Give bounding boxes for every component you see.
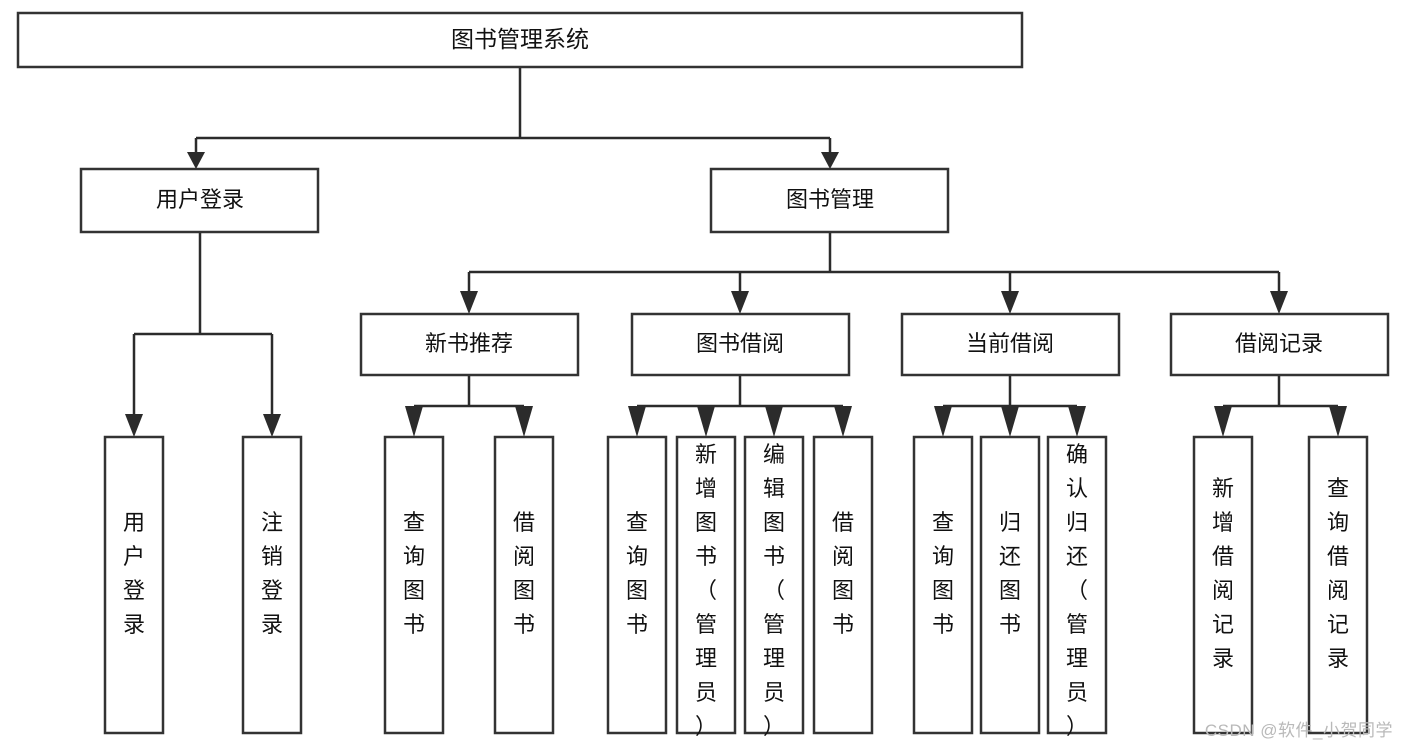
leaf-user-login-logout[interactable]: 注销登录	[241, 435, 303, 735]
node-borrow-records[interactable]: 借阅记录	[1169, 312, 1390, 377]
node-borrow-records-label: 借阅记录	[1235, 331, 1323, 356]
leaf-label: 新增借阅记录	[1212, 476, 1234, 671]
leaf-box	[493, 435, 555, 735]
leaf-box	[743, 435, 805, 735]
arrow-current-borrow-leaf1	[934, 406, 952, 437]
arrow-to-current-borrow	[1001, 291, 1019, 314]
leaf-label: 借阅图书	[832, 510, 854, 637]
arrow-root-to-user-login	[187, 152, 205, 169]
node-new-book-recommend-label: 新书推荐	[425, 331, 513, 356]
arrow-to-borrow-records	[1270, 291, 1288, 314]
node-new-book-recommend[interactable]: 新书推荐	[359, 312, 580, 377]
leaf-label: 查询借阅记录	[1327, 476, 1349, 671]
arrow-current-borrow-leaf3	[1068, 406, 1086, 437]
arrow-book-borrow-leaf1	[628, 406, 646, 437]
node-new-book-recommend-box	[359, 312, 580, 377]
leaf-box	[1307, 435, 1369, 735]
arrow-root-to-book-mgmt	[821, 152, 839, 169]
node-book-borrow[interactable]: 图书借阅	[630, 312, 851, 377]
leaf-box	[675, 435, 737, 735]
arrow-to-new-book	[460, 291, 478, 314]
arrow-book-borrow-leaf4	[834, 406, 852, 437]
leaf-box	[606, 435, 668, 735]
leaf-current-borrow-query[interactable]: 查询图书	[912, 435, 974, 735]
leaf-book-borrow-query[interactable]: 查询图书	[606, 435, 668, 735]
leaf-label: 查询图书	[403, 510, 425, 637]
arrow-borrow-records-leaf2	[1329, 406, 1347, 437]
arrow-user-login-leaf1	[125, 414, 143, 437]
leaf-current-borrow-confirm[interactable]: 确认归还（管理员）	[1046, 435, 1108, 739]
node-book-management-box	[709, 167, 950, 234]
arrow-new-book-leaf1	[405, 406, 423, 437]
leaf-borrow-records-query[interactable]: 查询借阅记录	[1307, 435, 1369, 735]
node-book-borrow-box	[630, 312, 851, 377]
leaf-box	[979, 435, 1041, 735]
arrow-book-borrow-leaf2	[697, 406, 715, 437]
arrow-current-borrow-leaf2	[1001, 406, 1019, 437]
leaf-book-borrow-borrow[interactable]: 借阅图书	[812, 435, 874, 735]
node-current-borrow-label: 当前借阅	[966, 331, 1054, 356]
arrow-to-book-borrow	[731, 291, 749, 314]
arrow-borrow-records-leaf1	[1214, 406, 1232, 437]
leaf-box	[912, 435, 974, 735]
leaf-box	[1046, 435, 1108, 735]
leaf-borrow-records-add[interactable]: 新增借阅记录	[1192, 435, 1254, 735]
leaf-box	[812, 435, 874, 735]
node-current-borrow[interactable]: 当前借阅	[900, 312, 1121, 377]
node-borrow-records-box	[1169, 312, 1390, 377]
leaf-box	[103, 435, 165, 735]
leaf-book-borrow-add[interactable]: 新增图书（管理员）	[675, 435, 737, 739]
leaf-current-borrow-return[interactable]: 归还图书	[979, 435, 1041, 735]
leaf-new-book-borrow[interactable]: 借阅图书	[493, 435, 555, 735]
leaf-label: 借阅图书	[513, 510, 535, 637]
leaf-label: 归还图书	[999, 510, 1021, 637]
leaf-label: 确认归还（管理员）	[1066, 442, 1088, 739]
arrow-book-borrow-leaf3	[765, 406, 783, 437]
arrow-user-login-leaf2	[263, 414, 281, 437]
leaf-label: 注销登录	[261, 510, 283, 637]
leaf-label: 编辑图书（管理员）	[763, 442, 785, 739]
leaf-box	[1192, 435, 1254, 735]
node-user-login[interactable]: 用户登录	[79, 167, 320, 234]
node-root-box	[16, 11, 1024, 69]
leaf-label: 新增图书（管理员）	[695, 442, 717, 739]
node-book-management-label: 图书管理	[786, 187, 874, 212]
connector-layer	[125, 67, 1347, 437]
node-current-borrow-box	[900, 312, 1121, 377]
arrow-new-book-leaf2	[515, 406, 533, 437]
node-user-login-label: 用户登录	[156, 187, 244, 212]
node-root-label: 图书管理系统	[451, 26, 589, 52]
leaf-label: 用户登录	[123, 510, 145, 637]
leaf-user-login-login[interactable]: 用户登录	[103, 435, 165, 735]
leaf-box	[383, 435, 445, 735]
node-book-borrow-label: 图书借阅	[696, 331, 784, 356]
leaf-book-borrow-edit[interactable]: 编辑图书（管理员）	[743, 435, 805, 739]
leaf-box	[241, 435, 303, 735]
leaf-label: 查询图书	[626, 510, 648, 637]
leaf-new-book-query[interactable]: 查询图书	[383, 435, 445, 735]
node-book-management[interactable]: 图书管理	[709, 167, 950, 234]
leaf-label: 查询图书	[932, 510, 954, 637]
node-root-system[interactable]: 图书管理系统	[16, 11, 1024, 69]
node-user-login-box	[79, 167, 320, 234]
